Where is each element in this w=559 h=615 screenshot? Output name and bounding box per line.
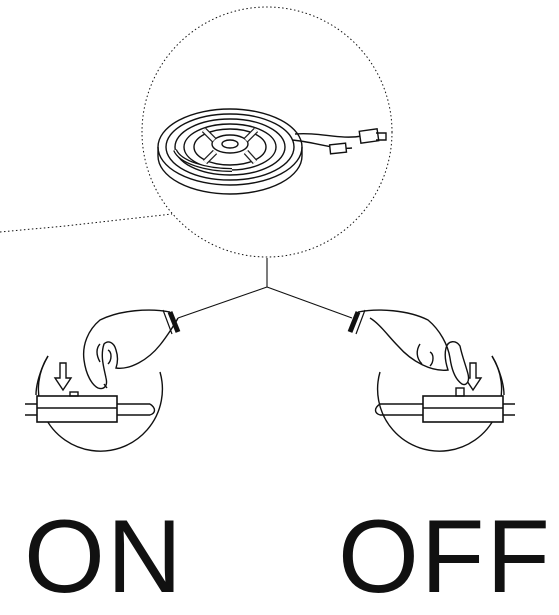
hand-pressing-icon <box>84 310 178 389</box>
connector-lines <box>178 258 352 318</box>
inline-switch-icon <box>423 388 503 422</box>
on-label: ON <box>24 505 184 609</box>
hand-pressing-icon <box>350 310 469 385</box>
led-strip-reel-icon <box>158 109 386 194</box>
off-label: OFF <box>338 505 552 609</box>
switch-on-detail <box>25 310 178 451</box>
inline-switch-icon <box>37 392 117 422</box>
dotted-leader-line <box>0 214 172 232</box>
switch-off-detail <box>350 310 515 451</box>
arrow-down-icon <box>55 363 71 390</box>
